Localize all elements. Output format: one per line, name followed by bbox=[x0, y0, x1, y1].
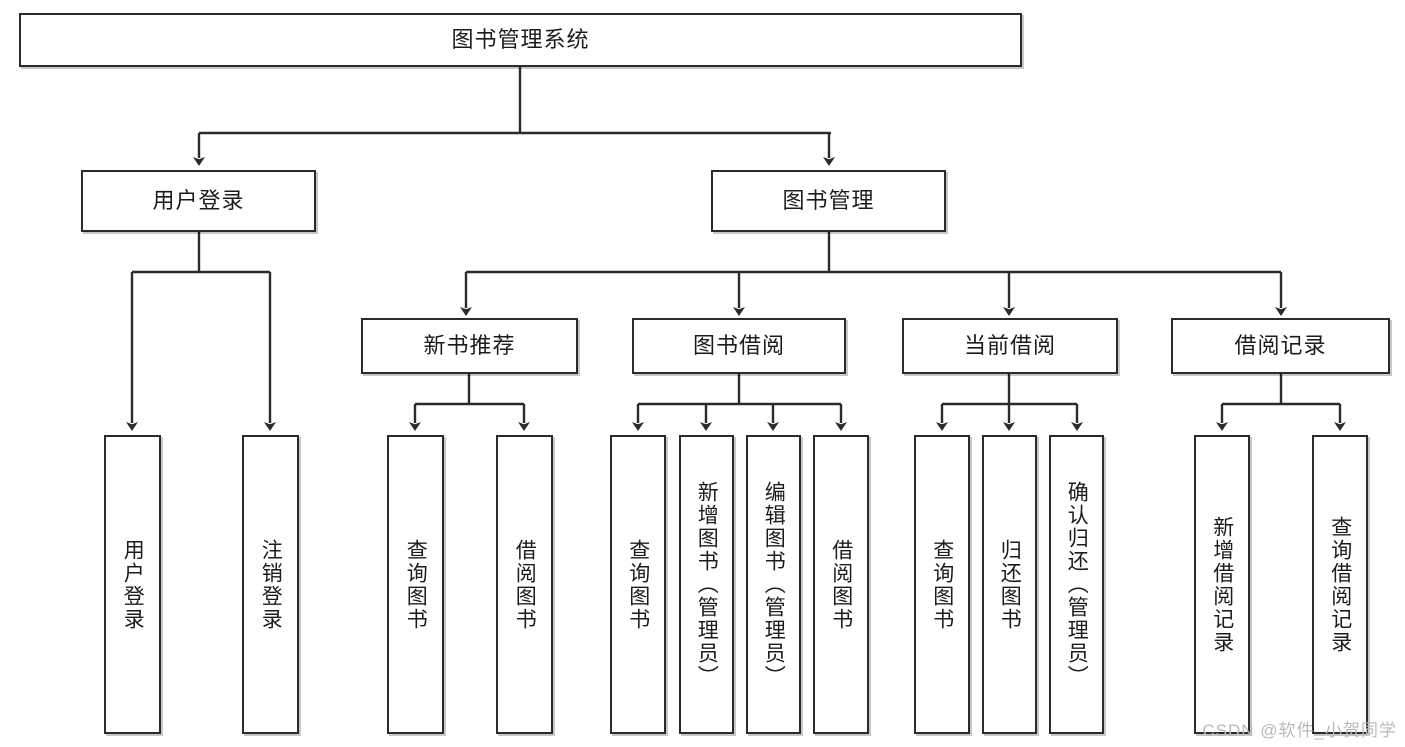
leaf-borrow-edit-book[interactable]: 编辑图书（管理员） bbox=[746, 435, 801, 734]
node-new-book-recommend[interactable]: 新书推荐 bbox=[361, 318, 578, 374]
leaf-new-book-borrow[interactable]: 借阅图书 bbox=[496, 435, 553, 734]
node-user-login-label: 用户登录 bbox=[152, 187, 245, 213]
leaf-current-return-book[interactable]: 归还图书 bbox=[982, 435, 1037, 734]
leaf-label: 查询图书 bbox=[404, 538, 428, 631]
leaf-user-login-logout[interactable]: 注销登录 bbox=[242, 435, 299, 734]
node-new-book-recommend-label: 新书推荐 bbox=[423, 332, 516, 358]
leaf-user-login-login[interactable]: 用户登录 bbox=[104, 435, 161, 734]
node-user-login[interactable]: 用户登录 bbox=[81, 170, 316, 232]
leaf-label: 借阅图书 bbox=[513, 538, 537, 631]
node-borrow-record-label: 借阅记录 bbox=[1234, 332, 1327, 358]
leaf-label: 编辑图书（管理员） bbox=[762, 481, 786, 688]
leaf-label: 注销登录 bbox=[259, 538, 283, 631]
leaf-current-confirm-return[interactable]: 确认归还（管理员） bbox=[1049, 435, 1104, 734]
node-current-borrow[interactable]: 当前借阅 bbox=[902, 318, 1118, 374]
leaf-label: 借阅图书 bbox=[829, 538, 853, 631]
leaf-label: 确认归还（管理员） bbox=[1065, 481, 1089, 688]
watermark: CSDN @软件_小贺同学 bbox=[1202, 721, 1397, 740]
leaf-borrow-add-book[interactable]: 新增图书（管理员） bbox=[679, 435, 734, 734]
node-book-borrow-label: 图书借阅 bbox=[692, 332, 785, 358]
node-current-borrow-label: 当前借阅 bbox=[963, 332, 1056, 358]
node-book-borrow[interactable]: 图书借阅 bbox=[632, 318, 846, 374]
leaf-new-book-query[interactable]: 查询图书 bbox=[387, 435, 444, 734]
leaf-label: 归还图书 bbox=[998, 538, 1022, 631]
node-root[interactable]: 图书管理系统 bbox=[19, 13, 1022, 67]
node-book-management[interactable]: 图书管理 bbox=[711, 170, 946, 232]
node-root-label: 图书管理系统 bbox=[451, 26, 590, 52]
leaf-label: 查询图书 bbox=[930, 538, 954, 631]
leaf-label: 查询借阅记录 bbox=[1328, 515, 1352, 654]
node-book-management-label: 图书管理 bbox=[782, 187, 875, 213]
node-borrow-record[interactable]: 借阅记录 bbox=[1171, 318, 1390, 374]
leaf-record-query[interactable]: 查询借阅记录 bbox=[1312, 435, 1368, 734]
leaf-label: 查询图书 bbox=[626, 538, 650, 631]
leaf-current-query-book[interactable]: 查询图书 bbox=[914, 435, 970, 734]
leaf-label: 用户登录 bbox=[121, 538, 145, 631]
leaf-record-add[interactable]: 新增借阅记录 bbox=[1194, 435, 1250, 734]
leaf-label: 新增借阅记录 bbox=[1210, 515, 1234, 654]
leaf-borrow-borrow-book[interactable]: 借阅图书 bbox=[813, 435, 869, 734]
leaf-borrow-query-book[interactable]: 查询图书 bbox=[610, 435, 666, 734]
leaf-label: 新增图书（管理员） bbox=[695, 481, 719, 688]
